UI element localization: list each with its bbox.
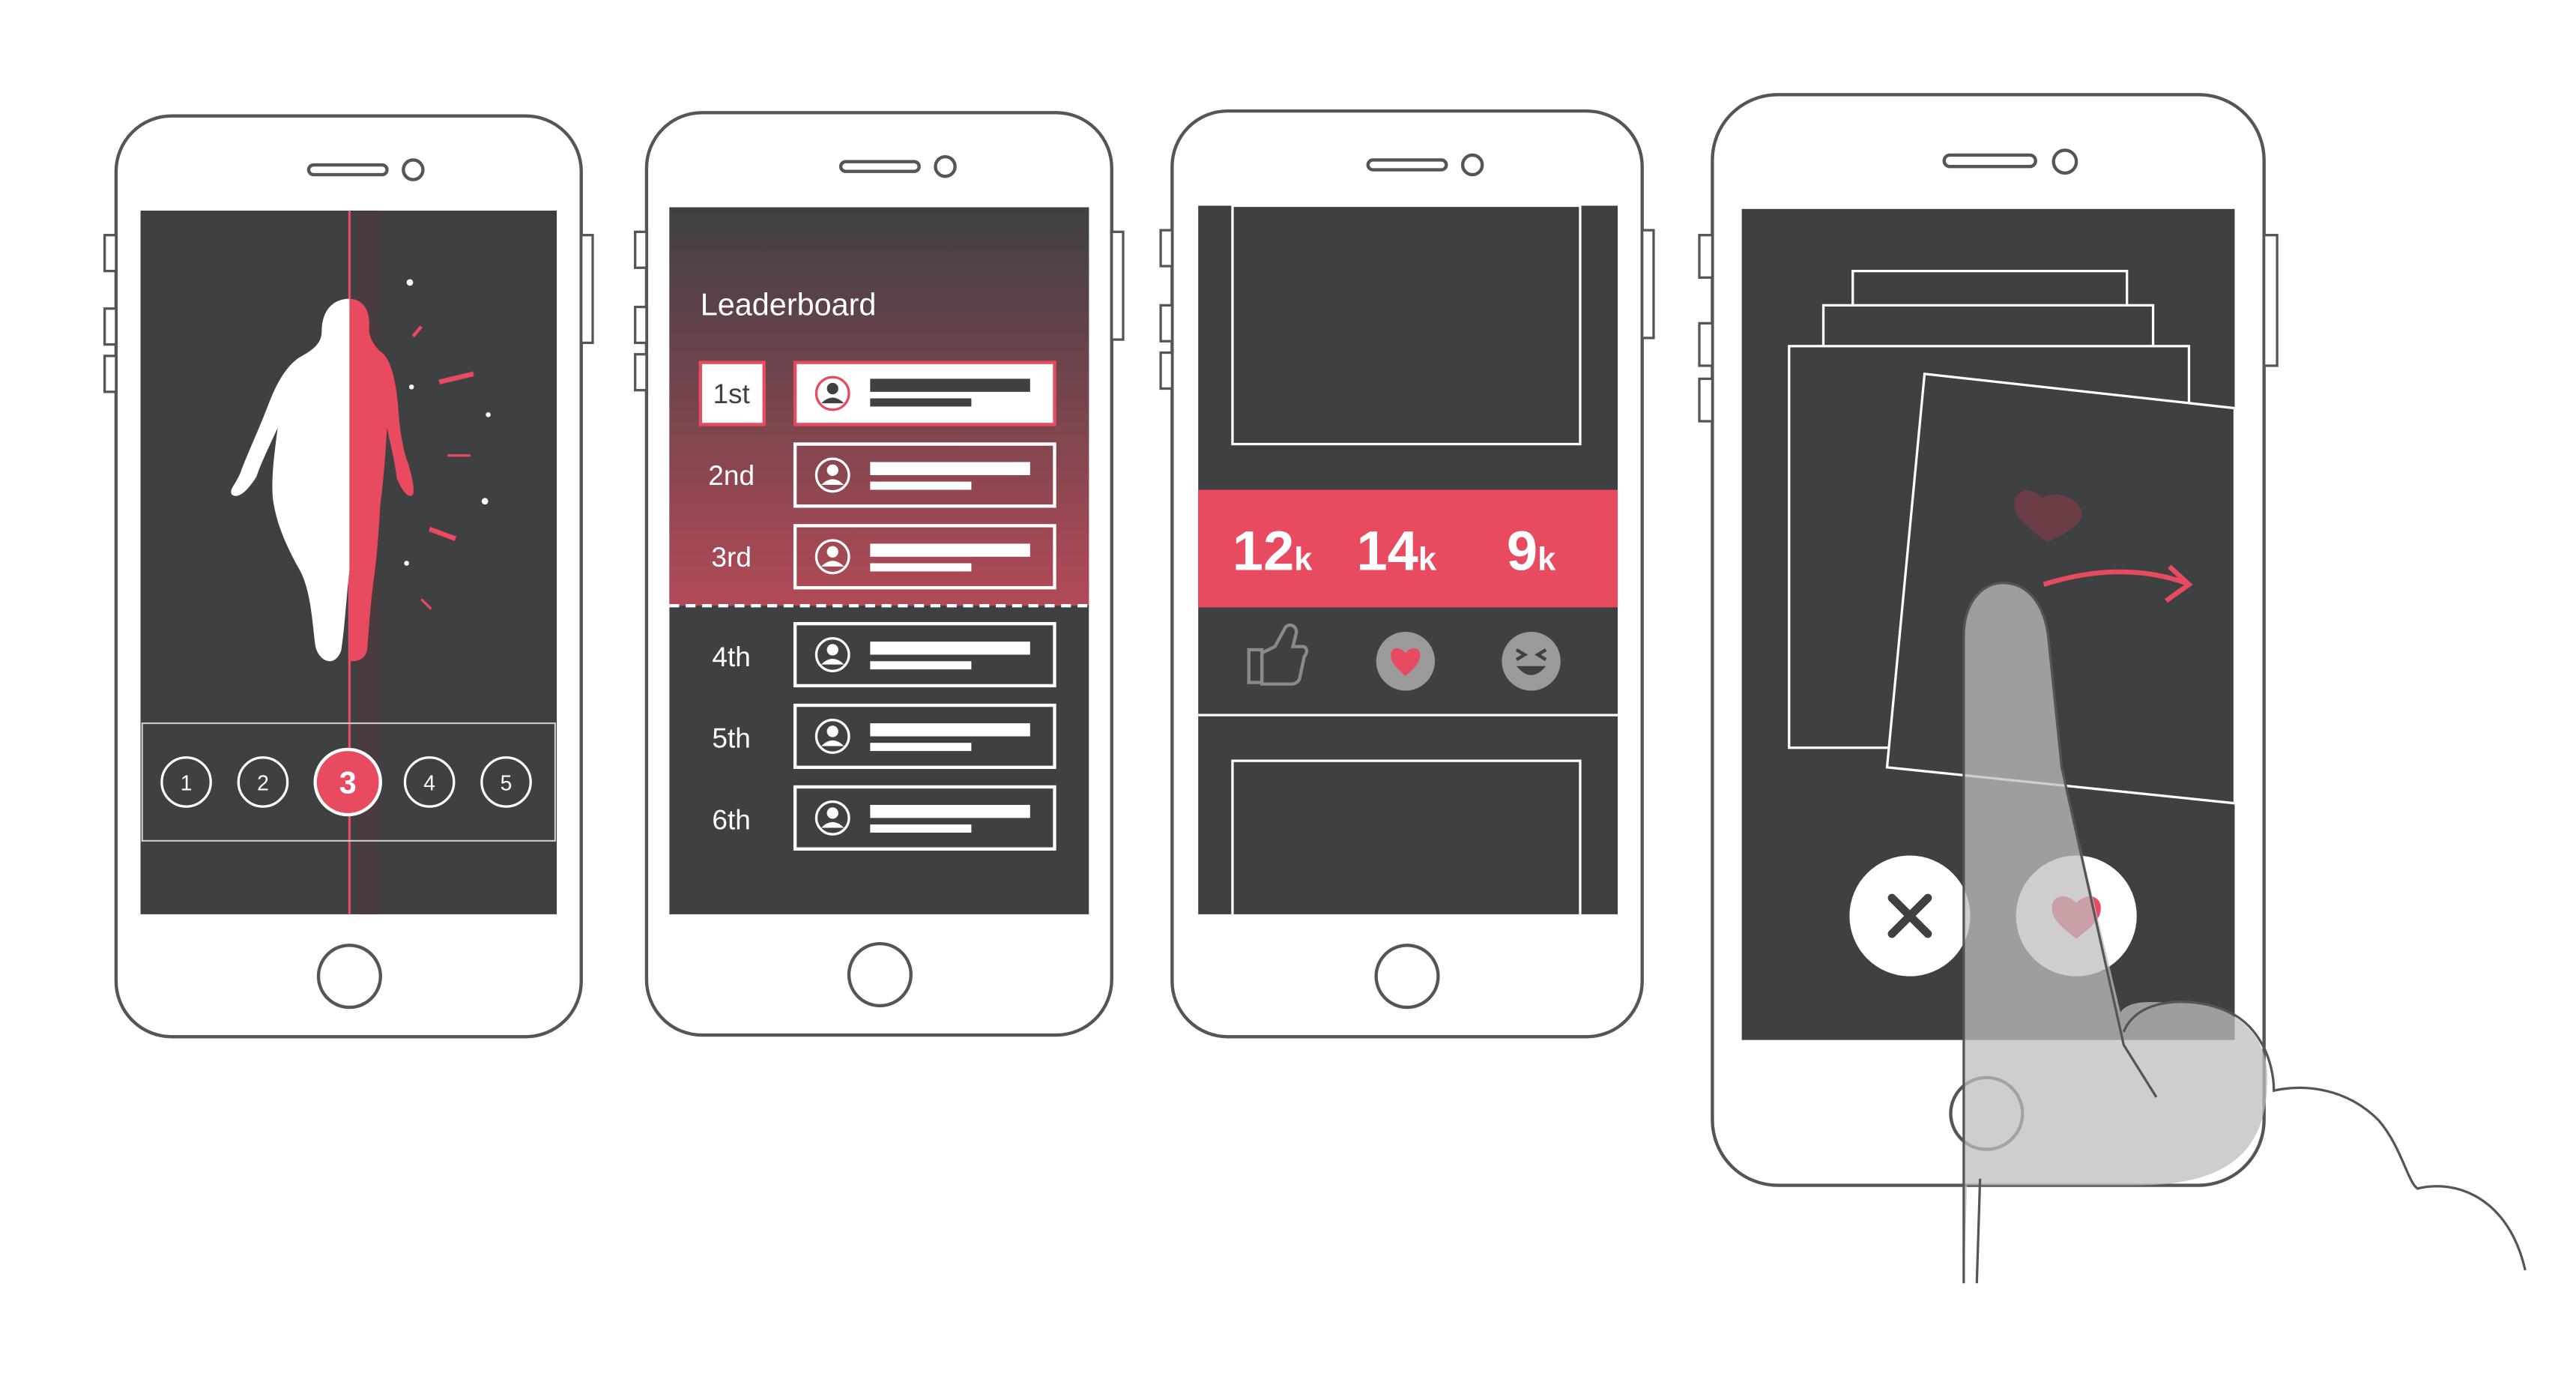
swipe-arrow-icon [2043, 569, 2187, 587]
rank-label: 2nd [708, 459, 755, 491]
level-5-button[interactable]: 5 [480, 756, 532, 808]
rank-label: 4th [712, 641, 750, 672]
close-icon [1887, 893, 1932, 938]
rank-label: 5th [712, 722, 750, 754]
name-placeholder [870, 543, 1030, 557]
score-placeholder [870, 661, 972, 670]
screen-workout: 1 2 3 4 5 [140, 211, 557, 914]
like-count: 12k [1233, 519, 1313, 582]
speaker-icon [838, 160, 921, 173]
name-placeholder [870, 642, 1030, 655]
home-button[interactable] [316, 944, 382, 1010]
level-3-button[interactable]: 3 [313, 747, 382, 817]
score-placeholder [870, 481, 972, 490]
thumbs-up-icon[interactable] [1247, 623, 1308, 686]
avatar-icon [814, 800, 850, 836]
name-placeholder [870, 462, 1030, 475]
level-4-label: 4 [423, 770, 435, 794]
score-placeholder [870, 743, 972, 752]
name-placeholder [870, 804, 1030, 818]
avatar-icon [814, 719, 850, 754]
level-1-label: 1 [181, 770, 193, 794]
name-placeholder [870, 723, 1030, 737]
camera-icon [402, 158, 425, 181]
speaker-icon [1942, 153, 2037, 169]
rank-badge [698, 360, 766, 426]
leaderboard-row-3[interactable]: 3rd [711, 524, 1056, 590]
rank-label: 1st [713, 378, 750, 409]
body-silhouette-icon [231, 298, 414, 662]
camera-icon [1460, 153, 1484, 177]
post-image-placeholder[interactable] [1231, 204, 1582, 446]
screen-swipe [1741, 208, 2237, 1040]
screen-leaderboard: Leaderboard 1st 2nd 3rd [669, 207, 1089, 914]
score-placeholder [870, 563, 972, 572]
laugh-icon [1515, 648, 1547, 661]
leaderboard-row-2[interactable]: 2nd [708, 442, 1056, 508]
home-button[interactable] [847, 941, 913, 1008]
score-placeholder [870, 824, 972, 833]
level-5-label: 5 [501, 770, 513, 794]
heart-icon [2014, 490, 2082, 543]
level-1-button[interactable]: 1 [160, 756, 212, 808]
leaderboard-row-4[interactable]: 4th [712, 621, 1056, 688]
level-2-label: 2 [257, 770, 269, 794]
level-3-label: 3 [339, 766, 357, 800]
laugh-count: 9k [1507, 519, 1556, 582]
leaderboard-row-5[interactable]: 5th [712, 703, 1056, 770]
avatar-icon [814, 539, 850, 575]
laugh-reaction-button[interactable] [1502, 632, 1561, 691]
dislike-button[interactable] [1849, 855, 1971, 977]
avatar-icon [814, 637, 850, 672]
leaderboard-row-1[interactable]: 1st [698, 360, 1056, 426]
score-placeholder [870, 398, 972, 407]
level-2-button[interactable]: 2 [237, 756, 289, 808]
reaction-count-bar [1198, 489, 1618, 608]
home-button[interactable] [1374, 944, 1440, 1010]
name-placeholder [870, 378, 1030, 392]
heart-icon [1391, 648, 1421, 676]
camera-icon [2052, 148, 2078, 175]
leaderboard-row-6[interactable]: 6th [712, 785, 1056, 851]
screen-feed: 12k 14k 9k [1198, 204, 1618, 926]
leaderboard-title: Leaderboard [701, 287, 877, 322]
avatar-icon [814, 457, 850, 493]
post-image-placeholder[interactable] [1231, 759, 1582, 926]
heart-reaction-button[interactable] [1376, 632, 1436, 691]
level-selector [141, 722, 556, 842]
speaker-icon [1366, 158, 1448, 172]
rank-label: 3rd [711, 541, 752, 573]
motion-lines [404, 279, 491, 610]
camera-icon [934, 154, 957, 178]
finger-gesture-overlay [1962, 582, 2527, 1290]
level-4-button[interactable]: 4 [403, 756, 456, 808]
speaker-icon [306, 163, 389, 177]
rank-label: 6th [712, 804, 750, 836]
love-count: 14k [1356, 519, 1436, 582]
